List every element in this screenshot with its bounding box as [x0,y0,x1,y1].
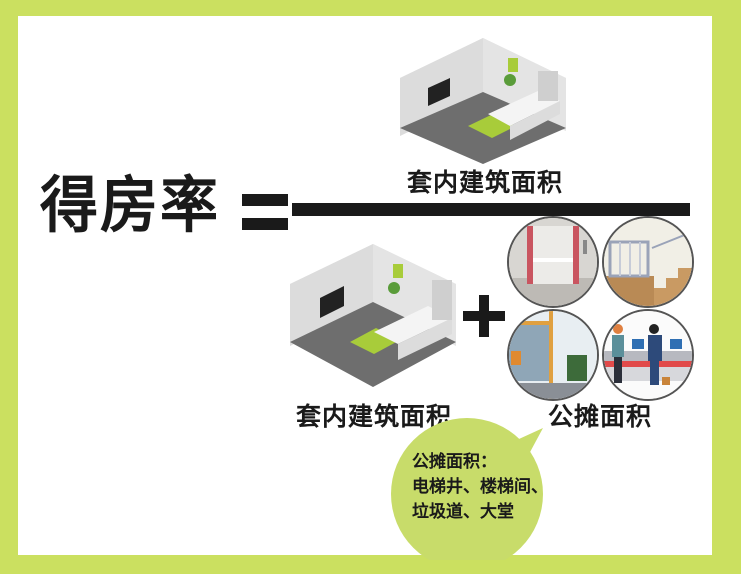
bubble-line-3: 垃圾道、大堂 [412,502,514,522]
numerator-label: 套内建筑面积 [407,168,564,197]
formula-title: 得房率 [40,169,221,241]
equals-sign [242,192,288,230]
garbage-chute-icon [507,309,599,401]
lobby-icon [602,309,694,401]
denominator-room-label: 套内建筑面积 [296,402,453,431]
elevator-shaft-icon [507,216,599,308]
shared-area-label: 公摊面积 [548,402,653,431]
speech-bubble [391,418,543,560]
plus-sign [463,295,505,337]
bubble-line-2: 电梯井、楼梯间、 [412,477,548,497]
room-illustration-icon [400,38,566,164]
fraction-bar [292,203,690,216]
staircase-icon [602,216,694,308]
room-illustration-icon [290,244,456,387]
bubble-line-1: 公摊面积： [412,452,497,472]
bubble-text: 公摊面积： 电梯井、楼梯间、 垃圾道、大堂 [412,450,548,525]
